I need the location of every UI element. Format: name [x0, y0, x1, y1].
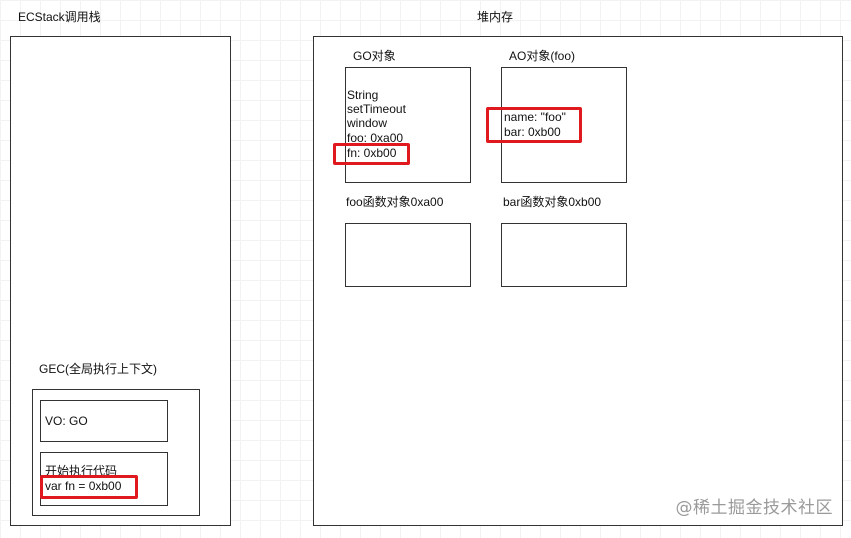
- bar-fn-box: [501, 223, 627, 287]
- go-line-5: fn: 0xb00: [347, 146, 397, 160]
- heap-title: 堆内存: [477, 10, 514, 24]
- go-line-2: setTimeout: [347, 102, 406, 116]
- code-highlight: [40, 475, 138, 499]
- foo-fn-box: [345, 223, 471, 287]
- gec-title: GEC(全局执行上下文): [39, 362, 157, 376]
- go-line-4: foo: 0xa00: [347, 131, 404, 145]
- vo-text: VO: GO: [45, 414, 88, 428]
- code-line-1: 开始执行代码: [45, 464, 118, 478]
- foo-fn-title: foo函数对象0xa00: [346, 195, 444, 209]
- bar-fn-title: bar函数对象0xb00: [503, 195, 602, 209]
- ao-highlight: [486, 107, 582, 143]
- go-line-3: window: [347, 116, 388, 130]
- go-fn-highlight: [333, 143, 410, 165]
- vo-box: [40, 400, 168, 442]
- ao-box: [501, 67, 627, 183]
- ao-line-1: name: "foo": [504, 110, 566, 124]
- go-title: GO对象: [353, 49, 396, 63]
- code-line-2: var fn = 0xb00: [45, 479, 122, 493]
- go-line-1: String: [347, 88, 379, 102]
- watermark: @稀土掘金技术社区: [675, 498, 833, 518]
- ao-title: AO对象(foo): [509, 49, 576, 63]
- ao-line-2: bar: 0xb00: [504, 125, 561, 139]
- ecstack-title: ECStack调用栈: [18, 10, 101, 24]
